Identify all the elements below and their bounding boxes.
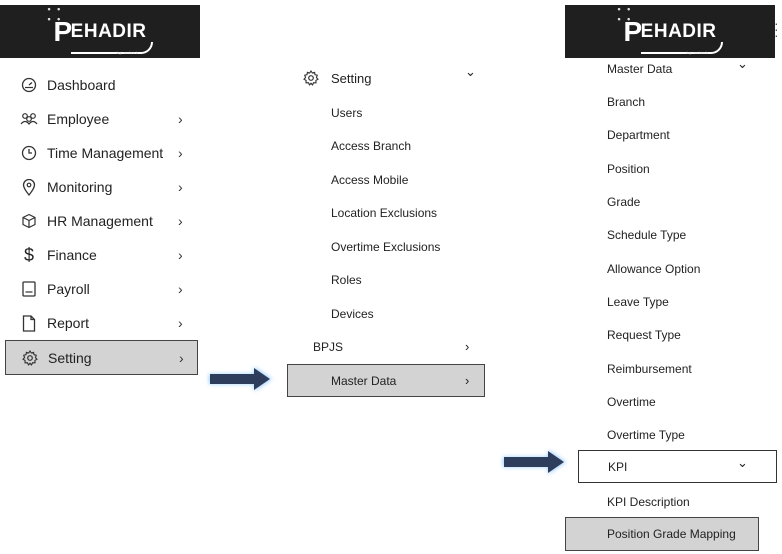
sidebar-item-monitoring[interactable]: Monitoring ›: [0, 170, 198, 204]
sidebar-item-time-management[interactable]: Time Management ›: [0, 136, 198, 170]
submenu-item-kpi-description[interactable]: KPI Description: [607, 494, 690, 509]
sidebar-item-employee[interactable]: Employee ›: [0, 102, 198, 136]
submenu-item-roles[interactable]: Roles: [331, 272, 362, 287]
sidebar-item-label: Finance: [47, 247, 97, 263]
submenu-item-overtime-type[interactable]: Overtime Type: [607, 427, 685, 442]
logo-bar: • •• • P EHADIR by nutech: [565, 4, 775, 58]
sidebar-item-dashboard[interactable]: Dashboard: [0, 68, 198, 102]
submenu-item-access-mobile[interactable]: Access Mobile: [331, 172, 409, 187]
app-logo[interactable]: • •• • P EHADIR by nutech: [47, 4, 153, 55]
sidebar-item-finance[interactable]: $ Finance ›: [0, 238, 198, 272]
calculator-icon: [19, 281, 39, 297]
submenu-header-setting[interactable]: Setting ⌄: [287, 60, 485, 96]
submenu-item-overtime[interactable]: Overtime: [607, 394, 656, 409]
submenu-item-position-grade-mapping[interactable]: Position Grade Mapping: [565, 517, 759, 551]
chevron-right-icon: ›: [178, 213, 183, 229]
chevron-right-icon: ›: [178, 281, 183, 297]
sidebar-item-setting[interactable]: Setting ›: [5, 340, 198, 375]
logo-bar: • •• • P EHADIR by nutech: [0, 4, 200, 58]
clock-icon: [19, 145, 39, 161]
chevron-right-icon: ›: [178, 247, 183, 263]
users-icon: [19, 111, 39, 127]
cube-icon: [19, 213, 39, 229]
sidebar-item-label: Time Management: [47, 145, 164, 161]
app-logo[interactable]: • •• • P EHADIR by nutech: [617, 4, 723, 55]
submenu-header-master-data[interactable]: Master Data ⌄: [607, 56, 748, 76]
chevron-down-icon: ⌄: [737, 56, 748, 71]
chevron-right-icon: ›: [465, 339, 470, 354]
submenu-item-location-exclusions[interactable]: Location Exclusions: [331, 205, 438, 220]
submenu-item-grade[interactable]: Grade: [607, 194, 641, 209]
gear-icon: [20, 349, 40, 366]
dollar-icon: $: [23, 244, 34, 265]
submenu-item-access-branch[interactable]: Access Branch: [331, 138, 412, 153]
submenu-item-position[interactable]: Position: [607, 161, 650, 176]
submenu-item-master-data[interactable]: Master Data ›: [287, 364, 485, 397]
sidebar-item-label: Report: [47, 315, 90, 331]
sidebar-item-label: Dashboard: [47, 77, 116, 93]
sidebar-item-hr-management[interactable]: HR Management ›: [0, 204, 198, 238]
chevron-right-icon: ›: [178, 145, 183, 161]
sidebar-item-payroll[interactable]: Payroll ›: [0, 272, 198, 306]
sidebar-item-label: Monitoring: [47, 179, 113, 195]
submenu-item-schedule-type[interactable]: Schedule Type: [607, 227, 687, 242]
submenu-item-overtime-exclusions[interactable]: Overtime Exclusions: [331, 239, 441, 254]
chevron-right-icon: ›: [178, 315, 183, 331]
submenu-item-allowance-option[interactable]: Allowance Option: [607, 261, 701, 276]
sidebar-item-label: Setting: [48, 349, 92, 366]
submenu-item-leave-type[interactable]: Leave Type: [607, 294, 669, 309]
speedometer-icon: [19, 77, 39, 93]
chevron-down-icon: ⌄: [465, 64, 476, 79]
file-icon: [19, 314, 39, 332]
chevron-down-icon: ⌄: [737, 455, 748, 470]
sidebar-item-label: HR Management: [47, 213, 153, 229]
submenu-item-kpi[interactable]: KPI ⌄: [578, 450, 777, 483]
sidebar-item-report[interactable]: Report ›: [0, 306, 198, 340]
gear-icon: [303, 70, 319, 86]
submenu-item-users[interactable]: Users: [331, 105, 363, 120]
submenu-item-department[interactable]: Department: [607, 127, 670, 142]
submenu-item-branch[interactable]: Branch: [607, 94, 646, 109]
submenu-item-devices[interactable]: Devices: [331, 306, 374, 321]
sidebar-item-label: Payroll: [47, 281, 90, 297]
chevron-right-icon: ›: [178, 179, 183, 195]
chevron-right-icon: ›: [178, 111, 183, 127]
sidebar-item-label: Employee: [47, 111, 110, 127]
more-vertical-icon[interactable]: ···: [774, 15, 779, 43]
pointer-arrow: [206, 363, 276, 395]
chevron-right-icon: ›: [179, 349, 184, 366]
pointer-arrow: [500, 446, 570, 478]
submenu-item-bpjs[interactable]: BPJS ›: [313, 339, 470, 354]
chevron-right-icon: ›: [465, 373, 470, 388]
submenu-item-request-type[interactable]: Request Type: [607, 327, 681, 342]
location-pin-icon: [19, 178, 39, 196]
submenu-item-reimbursement[interactable]: Reimbursement: [607, 361, 692, 376]
